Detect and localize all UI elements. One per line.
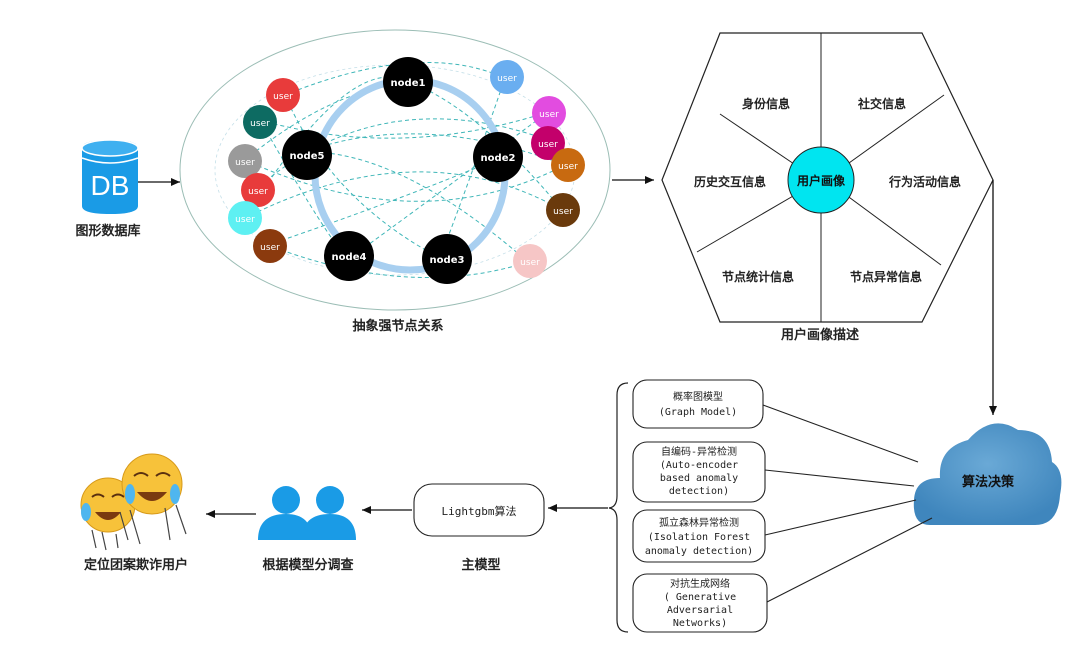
portrait-caption: 用户画像描述 [780, 327, 859, 343]
user-node [243, 105, 277, 139]
user-node [531, 126, 565, 160]
node-1-label: node1 [391, 78, 426, 89]
user-node-label: user [553, 207, 573, 217]
model-line: (Graph Model) [659, 407, 737, 418]
user-node-label: user [539, 110, 559, 120]
model-line: 概率图模型 [673, 390, 723, 403]
user-node [266, 78, 300, 112]
user-node [513, 244, 547, 278]
user-node-label: user [250, 119, 270, 129]
node-2 [473, 132, 523, 182]
model-line: 自编码-异常检测 [661, 445, 737, 458]
model-line: detection) [669, 486, 729, 497]
database-label: 图形数据库 [75, 223, 140, 239]
node-2-label: node2 [481, 153, 516, 164]
user-node [490, 60, 524, 94]
model-box-graph [632, 379, 764, 429]
user-node-label: user [273, 92, 293, 102]
segment-behavior: 行为活动信息 [888, 174, 961, 189]
graph-caption: 抽象强节点关系 [352, 318, 443, 334]
portrait-center-label: 用户画像 [796, 173, 846, 188]
cloud-icon [913, 423, 1062, 525]
algo-label: 算法决策 [962, 474, 1015, 490]
user-node [551, 148, 585, 182]
user-node-label: user [497, 74, 517, 84]
cloud-model-links [762, 404, 933, 603]
segment-social: 社交信息 [857, 96, 906, 111]
model-line: (Isolation Forest [648, 532, 750, 543]
portrait-hexagon: 用户画像 身份信息 社交信息 行为活动信息 节点异常信息 节点统计信息 历史交互… [661, 32, 994, 323]
graph-region: user user user user user user user user … [179, 29, 611, 311]
node-3-label: node3 [430, 255, 465, 266]
model-boxes: 概率图模型 (Graph Model) 自编码-异常检测 (Auto-encod… [632, 379, 768, 633]
lightgbm-box [413, 483, 545, 537]
lightgbm-label: Lightgbm算法 [442, 504, 517, 518]
model-line: 对抗生成网络 [670, 577, 730, 590]
user-node [228, 201, 262, 235]
node-1 [383, 57, 433, 107]
segment-identity: 身份信息 [742, 96, 790, 111]
model-line: Adversarial [667, 605, 733, 616]
model-line: based anomaly [660, 473, 738, 484]
user-node [228, 144, 262, 178]
model-line: ( Generative [664, 592, 736, 603]
node-5 [282, 130, 332, 180]
segment-stats: 节点统计信息 [722, 269, 794, 284]
portrait-center [787, 146, 855, 214]
model-box-gan [632, 573, 768, 633]
segment-anomaly: 节点异常信息 [850, 269, 922, 284]
database-icon: DB [81, 139, 139, 214]
user-node-label: user [558, 162, 578, 172]
model-line: 孤立森林异常检测 [659, 516, 739, 529]
model-brace [608, 382, 629, 633]
user-node [532, 96, 566, 130]
main-model-caption: 主模型 [461, 557, 500, 573]
model-line: Networks) [673, 618, 727, 629]
user-node-label: user [235, 215, 255, 225]
segment-history: 历史交互信息 [694, 174, 766, 189]
user-node [241, 173, 275, 207]
graph-ellipse [179, 29, 611, 311]
node-4-label: node4 [332, 252, 367, 263]
people-icon [258, 486, 356, 540]
model-box-autoencoder [632, 441, 766, 503]
user-nodes: user user user user user user user user … [228, 60, 585, 278]
db-icon-text: DB [91, 170, 130, 201]
user-node-label: user [538, 140, 558, 150]
user-node-label: user [235, 158, 255, 168]
node-3 [422, 234, 472, 284]
user-node-label: user [520, 258, 540, 268]
main-nodes: node1 node2 node3 node4 node5 [282, 57, 523, 284]
node-4 [324, 231, 374, 281]
user-node-label: user [260, 243, 280, 253]
user-node [546, 193, 580, 227]
locate-caption: 定位团案欺诈用户 [83, 557, 188, 573]
user-node-label: user [248, 187, 268, 197]
investigate-caption: 根据模型分调查 [262, 557, 354, 573]
crying-emoji-icon [80, 453, 187, 551]
node-5-label: node5 [290, 151, 325, 162]
model-line: anomaly detection) [645, 546, 753, 557]
model-line: (Auto-encoder [660, 460, 738, 471]
model-box-isolation-forest [632, 509, 766, 563]
user-node [253, 229, 287, 263]
